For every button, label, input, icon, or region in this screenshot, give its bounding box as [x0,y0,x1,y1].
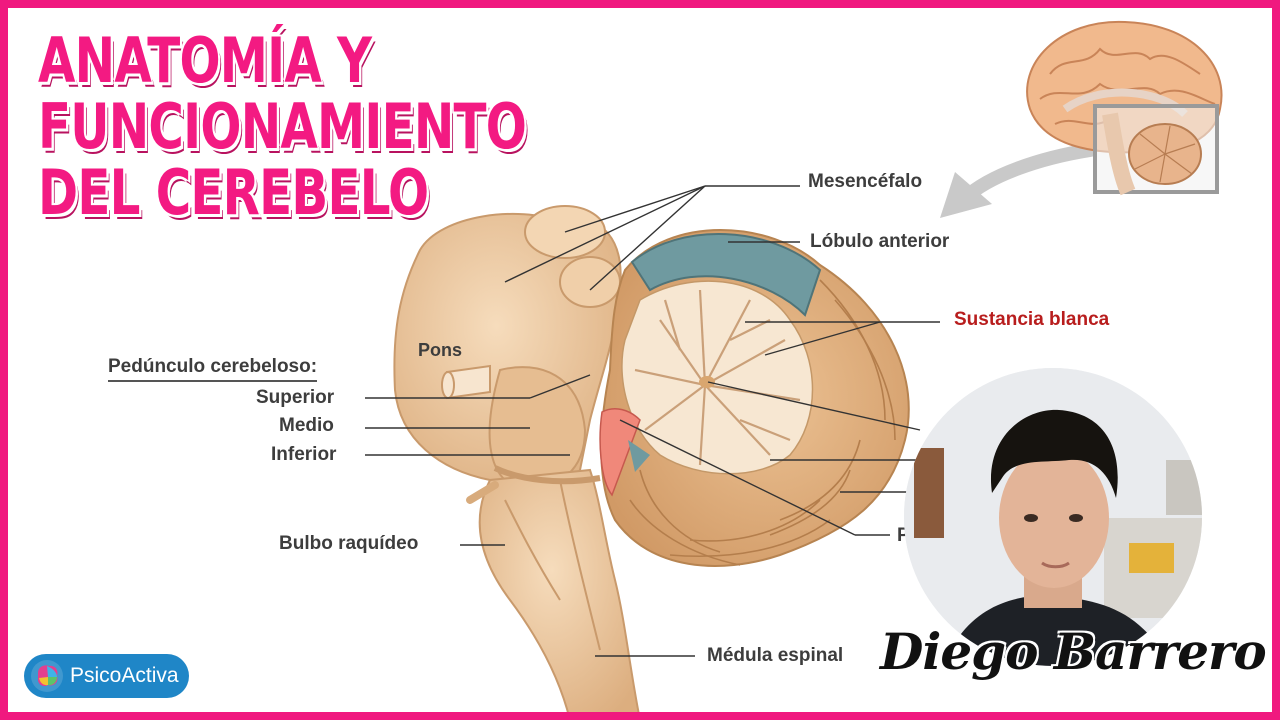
label-pedunculo-cerebeloso: Pedúnculo cerebeloso: [108,356,318,382]
arrow-icon [940,143,1097,218]
label-bulbo-raquideo: Bulbo raquídeo [279,533,419,554]
label-inferior: Inferior [271,444,337,465]
title-line-2: FUNCIONAMIENTO [38,90,527,163]
title-line-1: ANATOMÍA Y [38,24,372,97]
brainstem [393,205,642,720]
anterior-lobe [630,232,822,317]
label-superior: Superior [256,387,335,408]
label-pons: Pons [418,340,463,360]
brain-inset-icon [1026,20,1223,196]
leader-lines [365,185,940,657]
label-lobulo-anterior: Lóbulo anterior [810,231,950,252]
presenter-signature: Diego Barrero [880,622,1267,681]
label-mesencefalo: Mesencéfalo [808,171,923,192]
label-sustancia-blanca: Sustancia blanca [954,309,1110,330]
psicoactiva-logo-icon [31,660,63,692]
presenter-avatar [904,368,1202,666]
cerebellum [599,229,910,567]
label-medula-espinal: Médula espinal [707,645,844,666]
label-medio: Medio [279,415,334,436]
psicoactiva-logo-text: PsicoActiva [70,664,179,687]
title-line-3: DEL CEREBELO [38,156,429,229]
psicoactiva-logo[interactable]: PsicoActiva [24,654,189,698]
